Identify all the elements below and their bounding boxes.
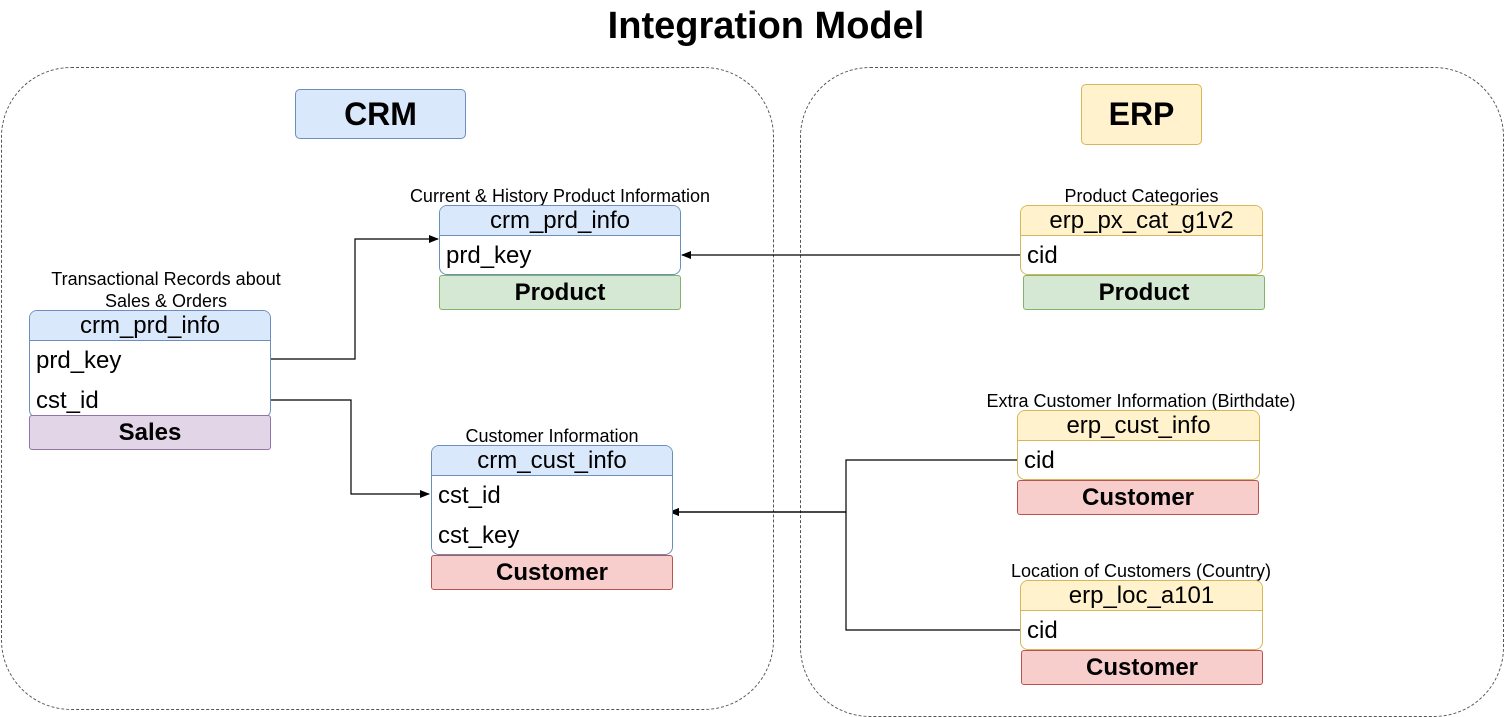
erp-cust-info-table: erp_cust_info cid [1017,410,1260,480]
crm-cust-info-caption: Customer Information [465,426,639,446]
table-header: erp_loc_a101 [1021,581,1262,611]
erp-cust-info-badge: Customer [1017,480,1259,515]
table-header: crm_prd_info [440,206,680,236]
erp-loc-badge: Customer [1021,650,1263,685]
connector-erp-cust-customer [669,459,1017,516]
crm-group [1,67,774,710]
table-field: cst_id [438,482,501,509]
table-field: cid [1027,617,1058,644]
table-header: erp_cust_info [1018,411,1259,441]
table-field: cst_key [438,522,520,549]
table-field: cid [1027,242,1058,269]
diagram-title: Integration Model [607,5,925,47]
erp-cust-info-caption: Extra Customer Information (Birthdate) [986,391,1296,411]
erp-loc-caption: Location of Customers (Country) [1010,561,1272,581]
crm-group-label: CRM [295,89,466,139]
connector-erp-loc-customer [669,508,1020,631]
crm-prd-info-table: crm_prd_info prd_key [439,205,681,275]
crm-cust-info-table: crm_cust_info cst_id cst_key [431,445,673,555]
table-field: prd_key [446,242,532,269]
table-header: crm_cust_info [432,446,672,476]
erp-loc-table: erp_loc_a101 cid [1020,580,1263,650]
erp-px-cat-badge: Product [1023,275,1265,310]
crm-prd-info-caption: Current & History Product Information [409,186,711,206]
crm-sales-table: crm_prd_info prd_key cst_id [29,310,271,418]
table-field: prd_key [36,347,122,374]
crm-sales-caption: Transactional Records about Sales & Orde… [51,269,281,311]
table-field: cid [1024,447,1055,474]
erp-px-cat-caption: Product Categories [1064,186,1219,206]
table-field: cst_id [36,387,99,414]
table-header: erp_px_cat_g1v2 [1021,206,1262,236]
crm-sales-badge: Sales [29,415,271,450]
erp-group-label: ERP [1081,84,1202,145]
erp-px-cat-table: erp_px_cat_g1v2 cid [1020,205,1263,275]
connector-sales-product [271,235,439,360]
crm-cust-info-badge: Customer [431,555,673,590]
connector-sales-customer [271,399,430,498]
crm-prd-info-badge: Product [439,275,681,310]
table-header: crm_prd_info [30,311,270,341]
